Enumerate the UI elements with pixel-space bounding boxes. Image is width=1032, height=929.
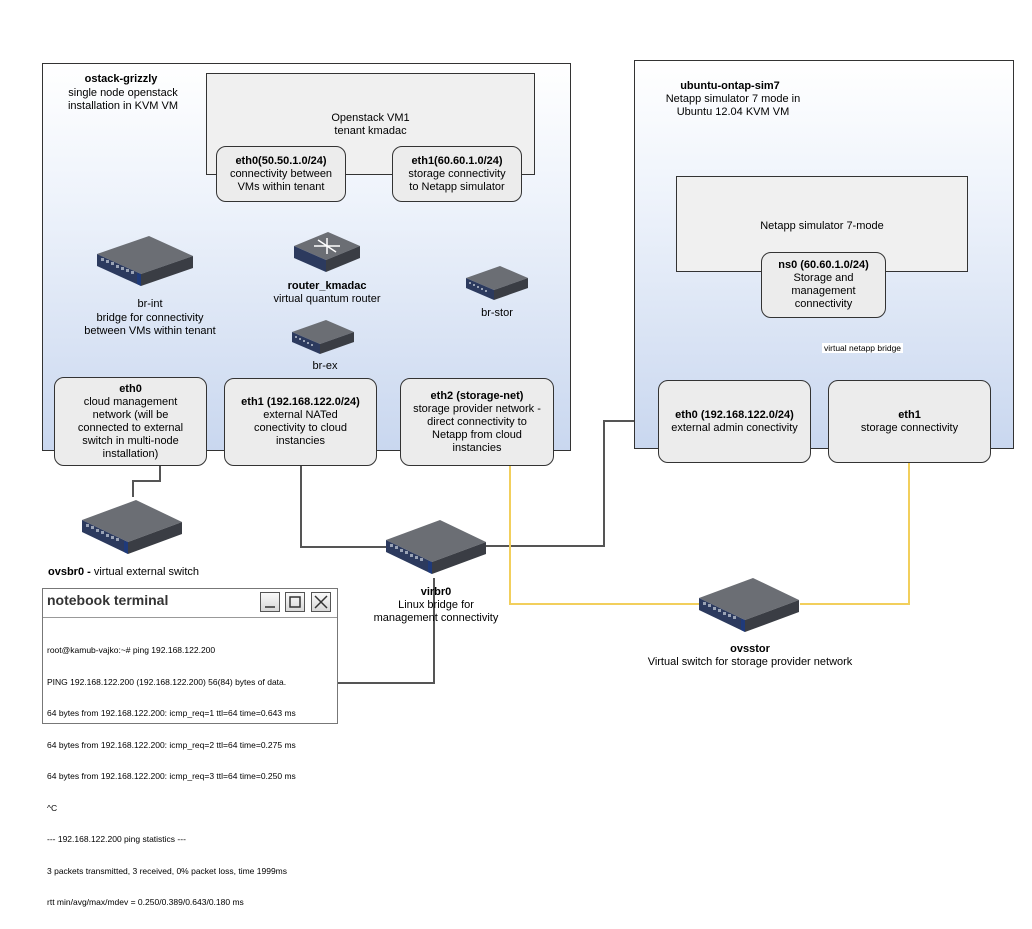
terminal-line: 64 bytes from 192.168.122.200: icmp_req=… bbox=[47, 708, 296, 718]
terminal-separator bbox=[43, 617, 337, 618]
nic-vm-eth1-line2: to Netapp simulator bbox=[409, 180, 505, 193]
nic-vm-eth1-line1: storage connectivity bbox=[408, 167, 506, 180]
nic-ostack-eth2-line4: instancies bbox=[452, 441, 502, 454]
nic-ns0: ns0 (60.60.1.0/24) Storage and managemen… bbox=[761, 252, 886, 318]
nic-ns0-line2: management bbox=[791, 285, 856, 297]
virbr0-name: virbr0 bbox=[420, 586, 452, 598]
virtual-netapp-bridge-label: virtual netapp bridge bbox=[822, 343, 904, 353]
nic-ns0-title: ns0 (60.60.1.0/24) bbox=[778, 259, 869, 271]
ovsstor-switch-icon bbox=[699, 578, 799, 632]
nic-ostack-eth1: eth1 (192.168.122.0/24) external NATed c… bbox=[224, 378, 377, 466]
nic-vm-eth0-title: eth0(50.50.1.0/24) bbox=[235, 154, 327, 167]
ovsbr0-name: ovsbr0 - bbox=[48, 566, 91, 578]
terminal-output[interactable]: root@kamub-vajko:~# ping 192.168.122.200… bbox=[47, 624, 296, 929]
close-icon bbox=[314, 595, 328, 609]
nic-ostack-eth1-line2: conectivity to cloud bbox=[254, 422, 347, 434]
host-ontap-title: ubuntu-ontap-sim7 bbox=[680, 80, 780, 92]
host-ostack-desc2: installation in KVM VM bbox=[67, 100, 179, 112]
terminal-line: ^C bbox=[47, 802, 58, 813]
close-button[interactable] bbox=[311, 592, 331, 612]
terminal-line: 64 bytes from 192.168.122.200: icmp_req=… bbox=[47, 771, 296, 781]
link-terminal-virbr0 bbox=[336, 578, 435, 684]
ovsbr0-switch-icon bbox=[82, 500, 182, 554]
link-os-eth0-ovsbr0 bbox=[132, 466, 161, 497]
virbr0-desc2: management connectivity bbox=[373, 612, 499, 624]
link-ovsstor-ot-eth1 bbox=[800, 463, 910, 605]
nic-ostack-eth2-line2: direct connectivity to bbox=[427, 415, 527, 428]
nic-vm-eth1-title: eth1(60.60.1.0/24) bbox=[411, 154, 503, 167]
router-icon bbox=[294, 232, 360, 272]
terminal-line: --- 192.168.122.200 ping statistics --- bbox=[47, 834, 186, 844]
nic-vm-eth0-line1: connectivity between bbox=[229, 167, 333, 180]
nic-ostack-eth0-line4: switch in multi-node bbox=[82, 434, 179, 447]
nic-ostack-eth0-title: eth0 bbox=[119, 382, 142, 395]
host-ostack-title: ostack-grizzly bbox=[84, 73, 158, 85]
br-int-name: br-int bbox=[137, 298, 163, 310]
netapp-title: Netapp simulator 7-mode bbox=[760, 220, 884, 232]
ovsbr0-label: ovsbr0 - virtual external switch bbox=[48, 566, 268, 579]
br-ex-switch-icon bbox=[292, 320, 354, 354]
host-ontap-desc1: Netapp simulator 7 mode in bbox=[665, 93, 801, 105]
ovsstor-desc: Virtual switch for storage provider netw… bbox=[647, 656, 853, 668]
nic-ontap-eth1: eth1 storage connectivity bbox=[828, 380, 991, 463]
terminal-line: rtt min/avg/max/mdev = 0.250/0.389/0.643… bbox=[47, 897, 244, 907]
nic-ontap-eth0: eth0 (192.168.122.0/24) external admin c… bbox=[658, 380, 811, 463]
nic-ostack-eth0: eth0 cloud management network (will be c… bbox=[54, 377, 207, 466]
nic-ostack-eth1-line3: instancies bbox=[276, 435, 325, 447]
br-stor-switch-icon bbox=[466, 266, 528, 300]
br-ex-name: br-ex bbox=[312, 360, 338, 372]
host-ostack-desc1: single node openstack bbox=[68, 87, 178, 99]
link-eth2-ovsstor bbox=[509, 466, 702, 605]
host-ontap-desc2: Ubuntu 12.04 KVM VM bbox=[676, 106, 790, 118]
terminal-line: PING 192.168.122.200 (192.168.122.200) 5… bbox=[47, 676, 287, 687]
terminal-line: root@kamub-vajko:~# ping 192.168.122.200 bbox=[47, 645, 216, 655]
nic-ostack-eth0-line5: installation) bbox=[102, 447, 159, 460]
nic-ns0-line3: connectivity bbox=[794, 298, 853, 310]
nic-ostack-eth2-title: eth2 (storage-net) bbox=[430, 389, 524, 402]
nic-ostack-eth2: eth2 (storage-net) storage provider netw… bbox=[400, 378, 554, 466]
nic-ostack-eth0-line3: connected to external bbox=[77, 421, 184, 434]
nic-vm-eth1: eth1(60.60.1.0/24) storage connectivity … bbox=[392, 146, 522, 202]
minimize-icon bbox=[265, 606, 275, 608]
terminal-title: notebook terminal bbox=[47, 592, 169, 608]
maximize-button[interactable] bbox=[285, 592, 305, 612]
vm1-tenant: tenant kmadac bbox=[334, 125, 407, 137]
nic-ontap-eth0-line1: external admin conectivity bbox=[671, 421, 798, 434]
router-name: router_kmadac bbox=[287, 280, 367, 292]
link-virbr0-ot-eth0 bbox=[480, 420, 658, 547]
ovsbr0-desc: virtual external switch bbox=[93, 566, 200, 578]
nic-ostack-eth2-line1: storage provider network - bbox=[413, 402, 541, 415]
nic-ostack-eth1-line1: external NATed bbox=[263, 409, 338, 421]
virbr0-desc1: Linux bridge for bbox=[398, 599, 474, 611]
nic-ostack-eth0-line2: network (will be bbox=[92, 408, 169, 421]
nic-vm-eth0-line2: VMs within tenant bbox=[237, 180, 325, 193]
nic-ontap-eth0-title: eth0 (192.168.122.0/24) bbox=[675, 408, 794, 421]
br-stor-name: br-stor bbox=[481, 307, 513, 319]
nic-ostack-eth0-line1: cloud management bbox=[83, 395, 178, 408]
notebook-terminal-window[interactable]: notebook terminal root@kamub-vajko:~# pi… bbox=[42, 588, 338, 907]
maximize-icon bbox=[289, 596, 301, 608]
nic-ontap-eth1-line1: storage connectivity bbox=[860, 421, 959, 434]
br-int-desc2: between VMs within tenant bbox=[84, 325, 216, 337]
ovsstor-name: ovsstor bbox=[730, 643, 770, 655]
nic-vm-eth0: eth0(50.50.1.0/24) connectivity between … bbox=[216, 146, 346, 202]
router-desc: virtual quantum router bbox=[273, 293, 381, 305]
nic-ostack-eth2-line3: Netapp from cloud bbox=[432, 428, 522, 441]
link-os-eth1-virbr0 bbox=[300, 466, 392, 548]
nic-ontap-eth1-title: eth1 bbox=[898, 408, 921, 421]
nic-ns0-line1: Storage and bbox=[793, 272, 854, 284]
vm1-title: Openstack VM1 bbox=[331, 112, 410, 124]
minimize-button[interactable] bbox=[260, 592, 280, 612]
terminal-line: 64 bytes from 192.168.122.200: icmp_req=… bbox=[47, 739, 296, 750]
nic-ostack-eth1-title: eth1 (192.168.122.0/24) bbox=[241, 396, 360, 408]
br-int-switch-icon bbox=[97, 236, 193, 286]
terminal-line: 3 packets transmitted, 3 received, 0% pa… bbox=[47, 865, 288, 876]
virbr0-switch-icon bbox=[386, 520, 486, 574]
br-int-desc1: bridge for connectivity bbox=[96, 312, 204, 324]
